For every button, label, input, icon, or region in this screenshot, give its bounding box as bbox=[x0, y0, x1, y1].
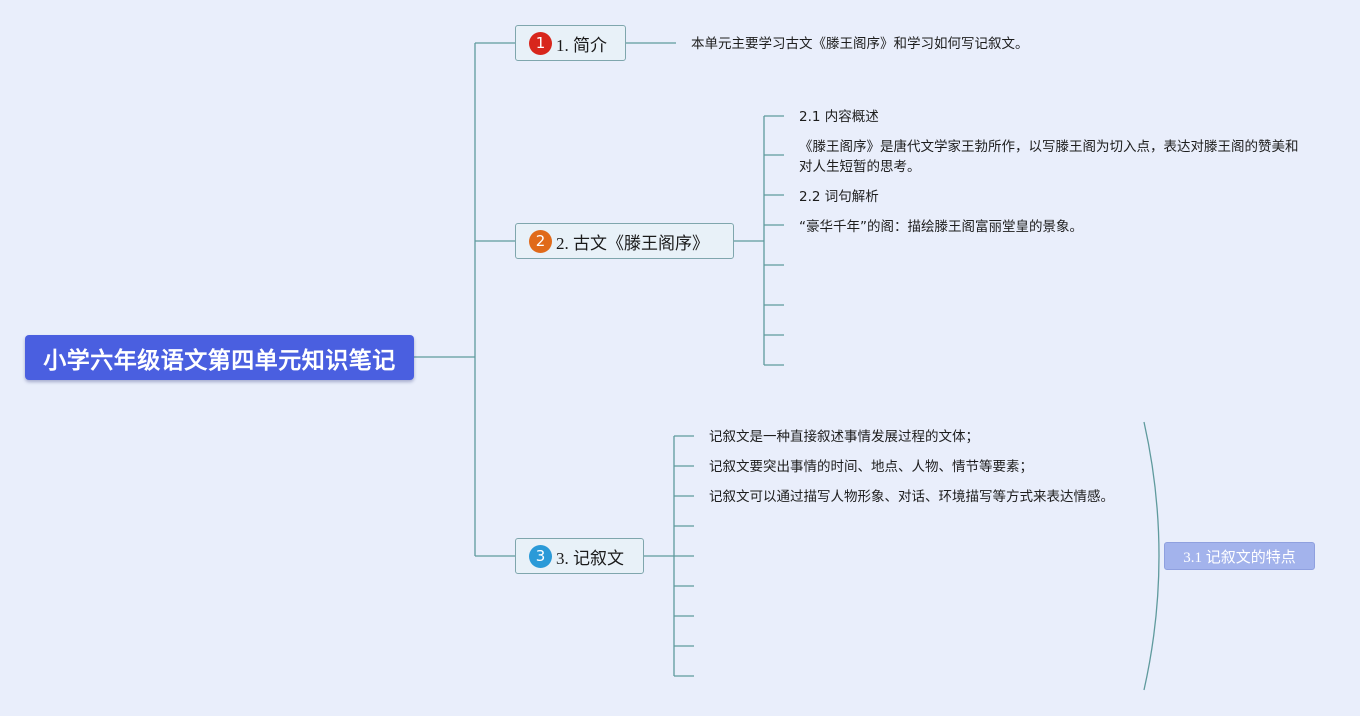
subtopic-content-overview: 2.1 内容概述 bbox=[799, 109, 879, 125]
phrase-analysis-text: “豪华千年”的阁：描绘滕王阁富丽堂皇的景象。 bbox=[799, 219, 1083, 235]
topic-introduction[interactable]: 1 1. 简介 bbox=[515, 25, 626, 61]
summary-bracket bbox=[1143, 421, 1160, 691]
central-topic[interactable]: 小学六年级语文第四单元知识笔记 bbox=[25, 335, 414, 380]
subtopic-phrase-analysis: 2.2 词句解析 bbox=[799, 189, 879, 205]
number-1-badge-icon: 1 bbox=[529, 31, 552, 55]
number-2-badge-icon: 2 bbox=[529, 229, 552, 253]
topic-tengwangge-xu[interactable]: 2 2. 古文《滕王阁序》 bbox=[515, 223, 734, 259]
topic-narrative-writing[interactable]: 3 3. 记叙文 bbox=[515, 538, 644, 574]
topic-label: 2. 古文《滕王阁序》 bbox=[556, 233, 709, 253]
summary-narrative-features[interactable]: 3.1 记叙文的特点 bbox=[1164, 542, 1315, 570]
narrative-note-1: 记叙文是一种直接叙述事情发展过程的文体； bbox=[709, 429, 979, 445]
content-overview-text: 《滕王阁序》是唐代文学家王勃所作，以写滕王阁为切入点，表达对滕王阁的赞美和对人生… bbox=[799, 139, 1299, 175]
number-3-badge-icon: 3 bbox=[529, 544, 552, 568]
narrative-note-3: 记叙文可以通过描写人物形象、对话、环境描写等方式来表达情感。 bbox=[709, 489, 1114, 505]
topic-label: 1. 简介 bbox=[556, 35, 607, 55]
summary-label: 3.1 记叙文的特点 bbox=[1183, 549, 1296, 566]
narrative-note-2: 记叙文要突出事情的时间、地点、人物、情节等要素； bbox=[709, 459, 1033, 475]
topic-1-note: 本单元主要学习古文《滕王阁序》和学习如何写记叙文。 bbox=[691, 36, 1029, 52]
topic-label: 3. 记叙文 bbox=[556, 548, 624, 568]
central-topic-label: 小学六年级语文第四单元知识笔记 bbox=[43, 347, 396, 374]
